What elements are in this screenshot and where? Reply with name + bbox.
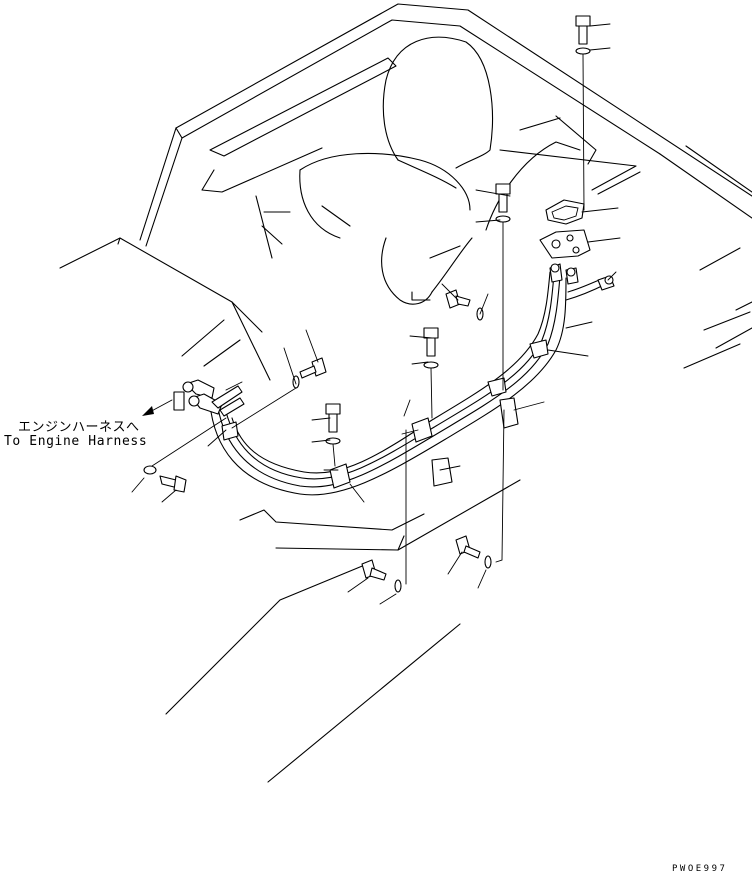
angled-bolt-lower-left [143,417,227,493]
hose-assembly [173,199,615,496]
hex-bolt-top-right [575,15,591,211]
drawing-code: PWOE997 [672,864,728,874]
hex-bolt-left-center [325,403,341,467]
callout-japanese-label: エンジンハーネスへ [18,420,140,435]
angled-bolt-left [231,357,327,429]
machine-body-outline [59,3,752,783]
hex-bolt-upper-mid [495,183,511,391]
angled-bolt-bottom-center [361,429,407,593]
angled-bolt-bottom-right [455,409,505,569]
arrow-icon [142,399,173,416]
callout-english-label: To Engine Harness [4,434,148,449]
angled-bolt-mid [445,289,484,321]
leader-lines [131,23,621,605]
hex-bolt-center [423,327,439,419]
